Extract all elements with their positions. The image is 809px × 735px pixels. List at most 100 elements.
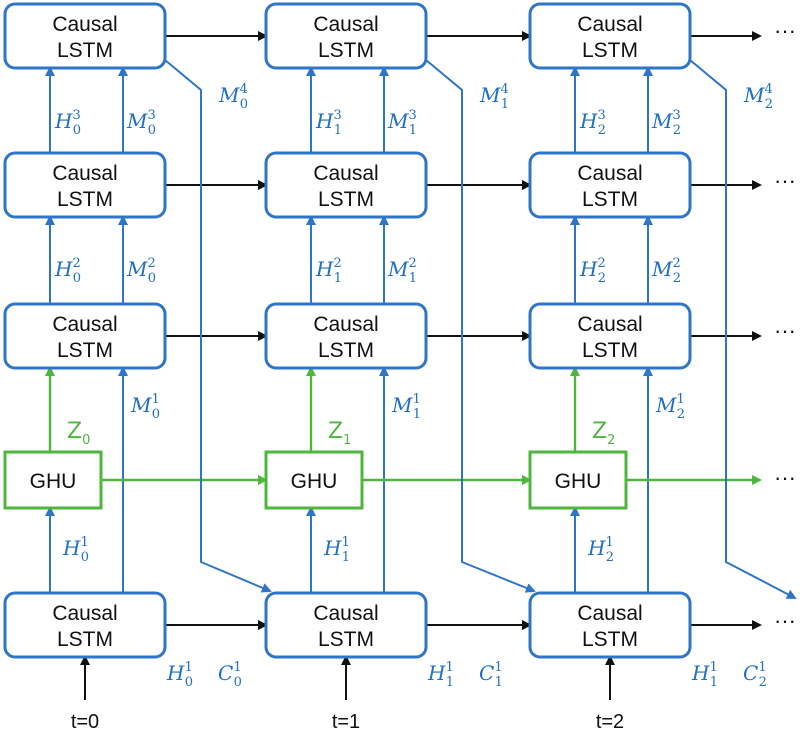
continuation-ellipsis: ··· bbox=[774, 168, 796, 193]
causal-lstm-label-line2: LSTM bbox=[318, 628, 374, 651]
causal-lstm-label-line2: LSTM bbox=[318, 339, 374, 362]
time-label-t2: t=2 bbox=[596, 711, 624, 733]
ghu-label: GHU bbox=[291, 470, 338, 493]
label-z-t2: Z2 bbox=[592, 419, 615, 448]
ghu-label: GHU bbox=[30, 470, 77, 493]
causal-lstm-label-line1: Causal bbox=[577, 13, 642, 36]
label-z-t0: Z0 bbox=[67, 419, 90, 448]
causal-lstm-label-line1: Causal bbox=[313, 162, 378, 185]
causal-lstm-label-line1: Causal bbox=[52, 162, 117, 185]
causal-lstm-box-outline bbox=[264, 151, 428, 219]
continuation-ellipsis: ··· bbox=[774, 608, 796, 633]
causal-lstm-label-line2: LSTM bbox=[318, 39, 374, 62]
causal-lstm-label-line1: Causal bbox=[577, 602, 642, 625]
causal-lstm-box-outline bbox=[264, 591, 428, 659]
causal-lstm-box-outline bbox=[3, 2, 167, 70]
causal-lstm-label-line2: LSTM bbox=[582, 339, 638, 362]
causal-lstm-label-line2: LSTM bbox=[57, 39, 113, 62]
causal-lstm-label-line1: Causal bbox=[577, 162, 642, 185]
m4-memory-flow-t2 bbox=[689, 59, 797, 599]
causal-lstm-box-outline bbox=[528, 151, 692, 219]
causal-lstm-box-outline bbox=[3, 591, 167, 659]
causal-lstm-label-line1: Causal bbox=[313, 13, 378, 36]
causal-lstm-box-outline bbox=[3, 302, 167, 370]
causal-lstm-label-line2: LSTM bbox=[57, 339, 113, 362]
m4-memory-flow-t0 bbox=[164, 59, 272, 593]
causal-lstm-box-outline bbox=[528, 2, 692, 70]
causal-lstm-label-line2: LSTM bbox=[57, 188, 113, 211]
causal-lstm-label-line1: Causal bbox=[577, 313, 642, 336]
ghu-label: GHU bbox=[555, 470, 602, 493]
continuation-ellipsis: ··· bbox=[774, 465, 796, 490]
causal-lstm-label-line2: LSTM bbox=[57, 628, 113, 651]
ghu-box-outline bbox=[264, 450, 364, 510]
ghu-box-outline bbox=[528, 450, 628, 510]
causal-lstm-box-outline bbox=[528, 302, 692, 370]
time-label-t1: t=1 bbox=[332, 711, 360, 733]
causal-lstm-box-outline bbox=[264, 2, 428, 70]
connectors bbox=[45, 31, 797, 700]
ghu-t2: GHU bbox=[528, 450, 628, 510]
causal-lstm-box-outline bbox=[264, 302, 428, 370]
causal-lstm-label-line2: LSTM bbox=[582, 39, 638, 62]
label-z-t1: Z1 bbox=[328, 419, 351, 448]
m4-memory-flow-t1 bbox=[425, 59, 536, 593]
causal-lstm-box-outline bbox=[528, 591, 692, 659]
causal-lstm-label-line1: Causal bbox=[52, 313, 117, 336]
causal-lstm-label-line1: Causal bbox=[313, 602, 378, 625]
ghu-t0: GHU bbox=[3, 450, 103, 510]
continuation-ellipsis: ··· bbox=[774, 318, 796, 343]
causal-lstm-label-line2: LSTM bbox=[318, 188, 374, 211]
causal-lstm-label-line1: Causal bbox=[52, 602, 117, 625]
continuation-ellipsis: ··· bbox=[774, 18, 796, 43]
time-label-t0: t=0 bbox=[71, 711, 99, 733]
causal-lstm-label-line1: Causal bbox=[313, 313, 378, 336]
causal-lstm-label-line1: Causal bbox=[52, 13, 117, 36]
ghu-box-outline bbox=[3, 450, 103, 510]
causal-lstm-box-outline bbox=[3, 151, 167, 219]
causal-lstm-label-line2: LSTM bbox=[582, 188, 638, 211]
causal-lstm-label-line2: LSTM bbox=[582, 628, 638, 651]
